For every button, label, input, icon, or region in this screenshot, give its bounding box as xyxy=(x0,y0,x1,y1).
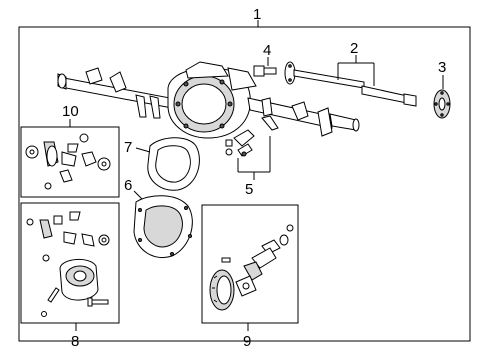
part-5-brackets xyxy=(225,129,255,157)
callout-7-leader xyxy=(135,147,151,153)
callout-8: 8 xyxy=(71,333,79,350)
axle-housing xyxy=(57,61,360,139)
part-8-box xyxy=(20,202,120,324)
callout-10: 10 xyxy=(62,103,79,120)
callout-4: 4 xyxy=(263,42,271,59)
part-7-gasket xyxy=(147,137,200,191)
callout-1: 1 xyxy=(253,6,261,23)
callout-3: 3 xyxy=(438,59,446,76)
part-2-axle-shafts xyxy=(284,61,417,107)
part-8-differential-case xyxy=(26,211,110,317)
callout-6-leader xyxy=(133,190,143,200)
callout-7: 7 xyxy=(124,139,132,156)
part-4-bolt xyxy=(253,65,277,77)
part-9-ring-pinion xyxy=(209,224,294,311)
callout-6: 6 xyxy=(124,177,132,194)
part-9-box xyxy=(201,204,299,324)
callout-9: 9 xyxy=(243,333,251,350)
part-6-cover xyxy=(133,195,193,258)
assembly-frame xyxy=(18,26,471,342)
part-3-seal-ring xyxy=(433,89,451,119)
callout-2: 2 xyxy=(350,40,358,57)
part-10-gears xyxy=(25,133,111,190)
callout-5: 5 xyxy=(245,181,253,198)
